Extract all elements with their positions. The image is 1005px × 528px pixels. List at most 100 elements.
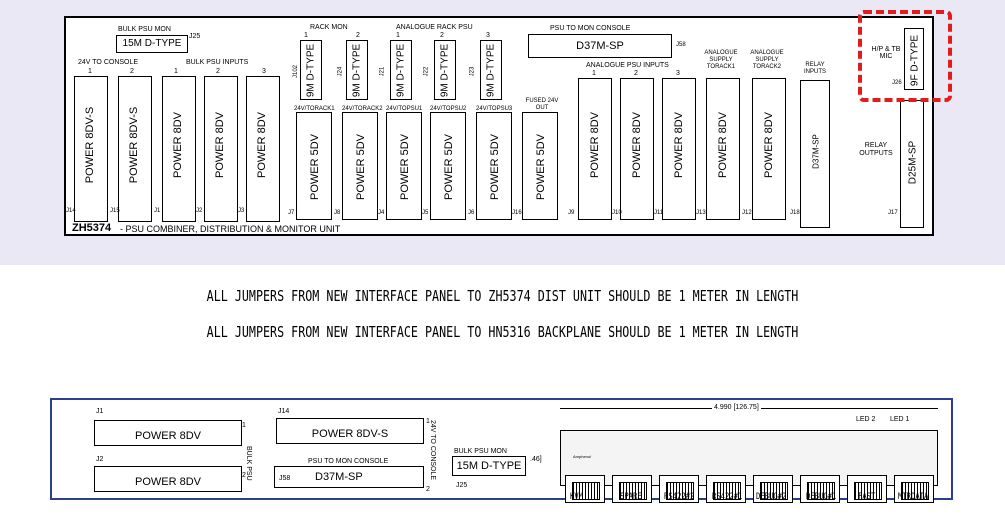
ref-j2: J2: [196, 208, 203, 214]
dimension-label: 4.990 [126.75]: [712, 404, 761, 411]
psu-to-mon-console-connector: D37M-SP: [528, 34, 672, 58]
ref-j5: J5: [422, 210, 429, 216]
power5dv-label-1: 24V/TORACK1: [294, 106, 335, 112]
bottom-ref-j25: J25: [456, 482, 468, 489]
console-24v-pin-1: 1: [88, 68, 92, 75]
relay-outputs-label: RELAY OUTPUTS: [859, 142, 893, 157]
port-fast-label: FAST: [858, 492, 876, 502]
jack-spare: [612, 475, 652, 503]
jack-rs422-1: [706, 475, 746, 503]
ref-j11: J11: [654, 210, 664, 216]
ref-j14: J14: [66, 208, 76, 214]
connector-j15-type: POWER 8DV-S: [128, 106, 140, 184]
psu-to-mon-console-label: PSU TO MON CONSOLE: [550, 25, 631, 32]
analogue-psu-inputs-pin-2: 2: [634, 70, 638, 77]
bulk-psu-inputs-pin-2: 2: [216, 68, 220, 75]
connector-j15: POWER 8DV-S: [118, 76, 152, 222]
connector-j21: 9M D-TYPE: [390, 40, 412, 100]
bottom-console-label: 24V TO CONSOLE: [429, 420, 436, 481]
connector-j14: POWER 8DV-S: [74, 76, 108, 222]
port-debug-1-label: DEBUG#1: [806, 492, 837, 502]
bottom-ref-j58: J58: [279, 475, 291, 482]
connector-j26: 9F D-TYPE: [904, 28, 924, 90]
ref-j22: J22: [423, 66, 430, 77]
connector-j11-type: POWER 8DV: [673, 112, 685, 179]
connector-j5-type: POWER 5DV: [443, 134, 455, 201]
analogue-rack-psu-label: ANALOGUE RACK PSU: [396, 24, 473, 31]
connector-j4: POWER 5DV: [386, 112, 422, 220]
ref-j13: J13: [696, 210, 706, 216]
bottom-psu-to-mon-label: PSU TO MON CONSOLE: [308, 458, 389, 465]
bottom-console-pin-2: 2: [426, 486, 430, 493]
connector-j8: POWER 5DV: [342, 112, 378, 220]
connector-j22: 9M D-TYPE: [434, 40, 456, 100]
connector-j13: POWER 8DV: [706, 78, 740, 220]
analogue-psu-inputs-pin-3: 3: [676, 70, 680, 77]
ref-j3: J3: [238, 208, 245, 214]
port-rs422-1-label: RS422#1: [712, 492, 743, 502]
port-spare-label: SPARE: [620, 492, 642, 502]
bottom-psu-to-mon-type: D37M-SP: [315, 471, 363, 483]
analogue-supply-rack1-label: ANALOGUE SUPPLY TORACK1: [704, 50, 738, 70]
ref-j6: J6: [468, 210, 475, 216]
analogue-rack-psu-pin-3: 3: [486, 32, 490, 39]
connector-j10: POWER 8DV: [620, 78, 654, 220]
bottom-bulk-psu-pin-2: 2: [242, 472, 246, 479]
bottom-connector-j1: POWER 8DV: [94, 420, 242, 446]
connector-j9: POWER 8DV: [578, 78, 612, 220]
bottom-bulk-psu-label: BULK PSU: [245, 446, 252, 481]
bulk-psu-inputs-label: BULK PSU INPUTS: [186, 59, 249, 66]
connector-j5: POWER 5DV: [430, 112, 466, 220]
port-mtrdata-label: MTRDATA: [898, 492, 929, 502]
connector-j6-type: POWER 5DV: [489, 134, 501, 201]
connector-j18: D37M-SP: [800, 80, 830, 228]
analogue-psu-inputs-label: ANALOGUE PSU INPUTS: [586, 62, 669, 69]
port-debug-2-label: DEBUG#2: [756, 492, 787, 502]
bottom-connector-j2: POWER 8DV: [94, 466, 242, 492]
ref-j16: J16: [512, 210, 522, 216]
connector-j3-type: POWER 8DV: [256, 112, 268, 179]
analogue-supply-rack2-label: ANALOGUE SUPPLY TORACK2: [750, 50, 784, 70]
bottom-console-pin-1: 1: [426, 418, 430, 425]
jack-debug-2: [753, 475, 793, 503]
bottom-ref-j14: J14: [278, 408, 290, 415]
jack-mtrdata: [894, 475, 934, 503]
ref-j26: J26: [892, 80, 902, 86]
jack-debug-1: [800, 475, 840, 503]
hp-tb-mic-label: H/P & TB MIC: [871, 46, 901, 60]
ref-j24: J24: [337, 66, 344, 77]
bottom-bulk-psu-mon-connector: 15M D-TYPE: [452, 456, 526, 476]
ref-j7: J7: [288, 210, 295, 216]
connector-j1-type: POWER 8DV: [172, 112, 184, 179]
bulk-psu-mon-connector: 15M D-TYPE: [116, 35, 188, 53]
bottom-psu-to-mon-connector: J58 D37M-SP: [274, 466, 424, 488]
power5dv-label-2: 24V/TORACK2: [342, 106, 383, 112]
bulk-psu-inputs-pin-1: 1: [174, 68, 178, 75]
rack-mon-pin-2: 2: [356, 32, 360, 39]
port-kvm-label: KVM: [570, 492, 584, 502]
analogue-psu-inputs-pin-1: 1: [592, 70, 596, 77]
connector-j8-type: POWER 5DV: [355, 134, 367, 201]
power5dv-label-3: 24V/TOPSU1: [386, 106, 423, 112]
bottom-dim-side: .46]: [530, 456, 542, 463]
ref-j23: J23: [469, 66, 476, 77]
led-1-label: LED 1: [890, 416, 910, 423]
connector-j2-type: POWER 8DV: [214, 112, 226, 179]
ref-j4: J4: [378, 210, 385, 216]
bottom-ref-j1: J1: [96, 408, 104, 415]
power5dv-label-4: 24V/TOPSU2: [430, 106, 467, 112]
connector-j4-type: POWER 5DV: [399, 134, 411, 201]
connector-j24: 9M D-TYPE: [346, 40, 368, 100]
connector-j3: POWER 8DV: [246, 76, 280, 222]
connector-j16-type: POWER 5DV: [535, 134, 547, 201]
note-hn5316: ALL JUMPERS FROM NEW INTERFACE PANEL TO …: [206, 323, 799, 341]
connector-j12: POWER 8DV: [752, 78, 786, 220]
highlight-box: [858, 10, 952, 102]
rj45-strip: Amphenol: [560, 430, 938, 503]
power5dv-label-6: FUSED 24V OUT: [525, 98, 559, 111]
ref-j58: J58: [676, 42, 686, 48]
bottom-ref-j2: J2: [96, 456, 104, 463]
console-24v-pin-2: 2: [130, 68, 134, 75]
ref-j8: J8: [334, 210, 341, 216]
power5dv-label-5: 24V/TOPSU3: [476, 106, 513, 112]
